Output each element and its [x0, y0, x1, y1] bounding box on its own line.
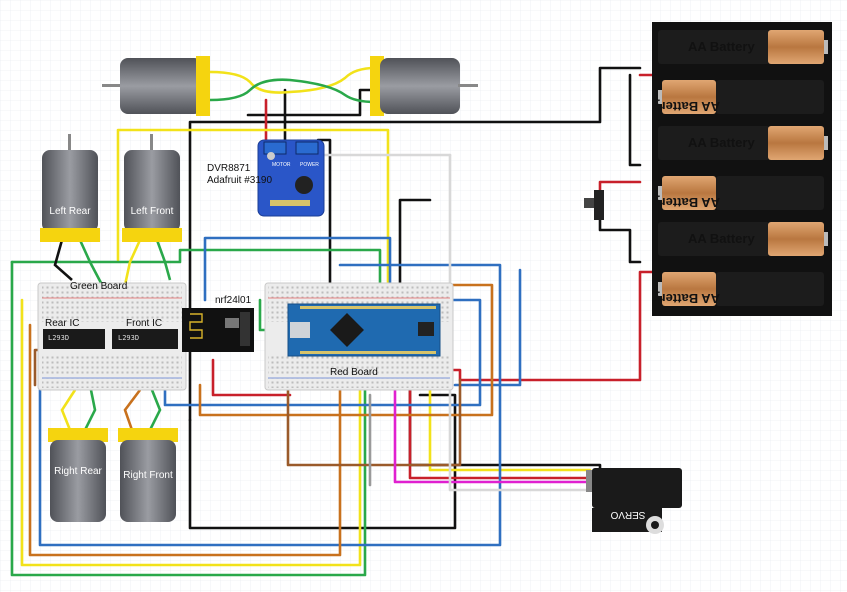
front-ic-part: L293D	[118, 334, 139, 342]
front-ic-label: Front IC	[126, 318, 162, 329]
driver-subtitle: Adafruit #3190	[207, 175, 272, 186]
wire-white-servo[interactable]	[448, 153, 592, 492]
radio-label: nrf24l01	[215, 295, 252, 306]
driver-power-label: POWER	[300, 162, 319, 168]
driver-name: DVR8871	[207, 163, 251, 174]
battery-cell-3a: AA Battery	[658, 222, 828, 256]
wire-black-switch[interactable]	[398, 198, 432, 302]
left-front-motor[interactable]: Left Front	[122, 134, 182, 242]
battery-label-1b: AA Battery	[653, 99, 720, 114]
dvr8871-driver[interactable]: MOTOR POWER DVR8871 Adafruit #3190	[207, 139, 325, 217]
wire-orange-outer[interactable]	[28, 323, 342, 557]
battery-pack-1[interactable]: AA Battery AA Battery	[652, 22, 832, 122]
rear-ic-label: Rear IC	[45, 318, 79, 329]
right-rear-motor[interactable]: Right Rear	[48, 428, 108, 522]
wire-blue-outer[interactable]	[38, 263, 502, 547]
rear-ic[interactable]: L293D Rear IC	[43, 318, 105, 349]
front-ic[interactable]: L293D Front IC	[112, 318, 178, 349]
battery-label-3b: AA Battery	[653, 291, 720, 306]
battery-cell-2b: AA Battery	[653, 176, 824, 210]
wire-black-battery[interactable]	[188, 66, 642, 422]
wire-green-top[interactable]	[10, 248, 382, 287]
battery-cell-1a: AA Battery	[658, 30, 828, 64]
wire-yellow-bottom[interactable]	[20, 298, 362, 567]
right-rear-label: Right Rear	[54, 466, 102, 477]
power-switch[interactable]	[584, 190, 604, 220]
left-front-label: Left Front	[131, 206, 174, 217]
battery-cell-3b: AA Battery	[653, 272, 824, 306]
red-board-label: Red Board	[330, 367, 378, 378]
wire-black-battery-link[interactable]	[628, 73, 642, 167]
wire-orange-right[interactable]	[198, 283, 494, 417]
driver-motor-label: MOTOR	[272, 162, 291, 168]
servo[interactable]: SERVO	[586, 468, 682, 534]
arduino-nano[interactable]	[287, 303, 441, 357]
servo-label: SERVO	[610, 509, 645, 520]
wire-magenta-servo[interactable]	[393, 378, 590, 484]
wire-black-battery-link2[interactable]	[598, 203, 642, 264]
battery-cell-1b: AA Battery	[653, 80, 824, 114]
battery-label-1a: AA Battery	[688, 39, 755, 54]
top-left-motor[interactable]	[102, 56, 210, 116]
top-right-motor[interactable]	[370, 56, 478, 116]
wire-blue-right[interactable]	[453, 268, 522, 387]
green-board-label: Green Board	[70, 281, 127, 292]
battery-cell-2a: AA Battery	[658, 126, 828, 160]
rear-ic-part: L293D	[48, 334, 69, 342]
left-rear-motor[interactable]: Left Rear	[40, 134, 100, 242]
wire-red-board[interactable]	[211, 358, 292, 397]
right-front-label: Right Front	[123, 470, 173, 481]
nrf24l01-module[interactable]: nrf24l01	[182, 295, 254, 352]
battery-pack-2[interactable]: AA Battery AA Battery	[652, 118, 832, 218]
wire-yellow-top[interactable]	[116, 128, 390, 284]
battery-label-2a: AA Battery	[688, 135, 755, 150]
wire-green-outer[interactable]	[10, 260, 367, 577]
battery-label-2b: AA Battery	[653, 195, 720, 210]
left-rear-label: Left Rear	[49, 206, 91, 217]
battery-label-3a: AA Battery	[688, 231, 755, 246]
right-front-motor[interactable]: Right Front	[118, 428, 178, 522]
wire-black-loop[interactable]	[188, 393, 457, 530]
battery-pack-3[interactable]: AA Battery AA Battery	[652, 214, 832, 316]
wire-black-driver-out[interactable]	[316, 138, 332, 292]
